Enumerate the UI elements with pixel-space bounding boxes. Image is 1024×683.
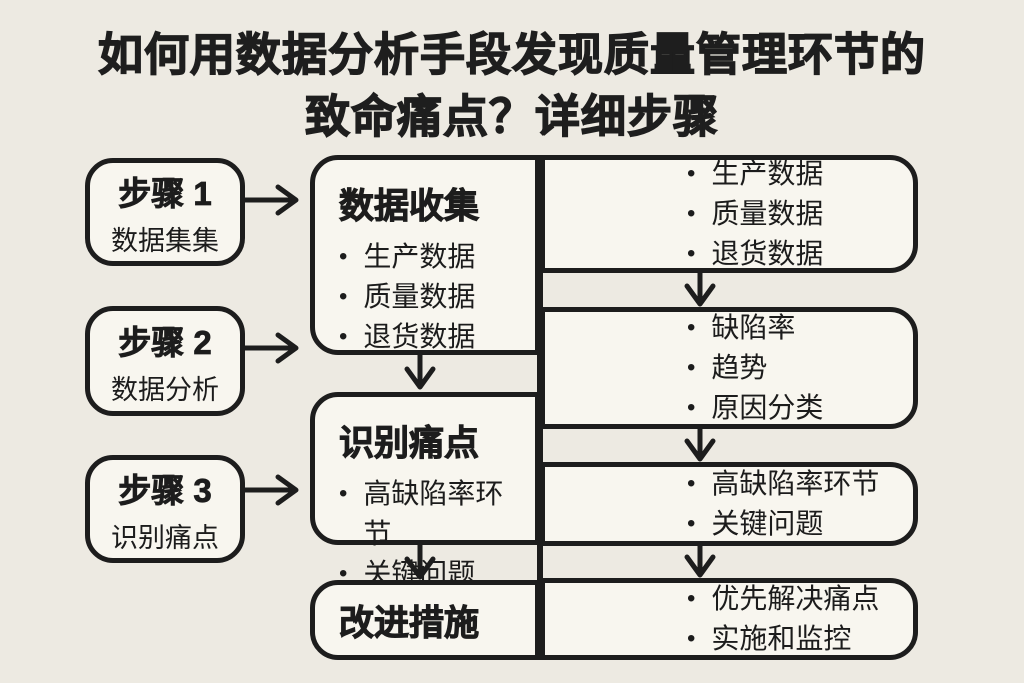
list-item: • 关键问题 (687, 504, 913, 544)
painpoint-detail-box: • 高缺陷率环节 • 关键问题 (540, 462, 918, 546)
bullet-dot-icon: • (339, 559, 348, 587)
list-item-label: 质量数据 (363, 280, 476, 312)
list-item: • 质量数据 (687, 194, 913, 234)
list-item-label: 高缺陷率环节 (711, 468, 880, 500)
step-2-sublabel: 数据分析 (111, 374, 219, 405)
list-item-label: 关键问题 (711, 508, 824, 539)
bullet-dot-icon: • (687, 585, 696, 613)
arrow-right-icon (240, 471, 302, 509)
list-item-label: 高缺陷率环节 (363, 478, 504, 549)
list-item-label: 生产数据 (711, 158, 824, 190)
arrow-down-icon (681, 272, 719, 310)
improvement-detail-list: • 优先解决痛点 • 实施和监控 (687, 579, 913, 659)
list-item-label: 实施和监控 (711, 623, 852, 654)
list-item-label: 退货数据 (363, 320, 476, 352)
data-collection-title: 数据收集 (339, 187, 480, 227)
list-item: • 实施和监控 (687, 619, 913, 659)
list-item-label: 质量数据 (711, 198, 824, 230)
list-item-label: 原因分类 (711, 391, 824, 423)
page-title: 如何用数据分析手段发现质量管理环节的 致命痛点？详细步骤 (0, 24, 1024, 148)
analysis-detail-list: • 缺陷率 • 趋势 • 原因分类 (687, 308, 913, 427)
arrow-down-icon (401, 543, 439, 583)
data-collection-box: 数据收集 • 生产数据 • 质量数据 • 退货数据 (310, 155, 540, 355)
analysis-detail-box: • 缺陷率 • 趋势 • 原因分类 (540, 307, 918, 429)
bullet-dot-icon: • (687, 160, 696, 188)
step-3-label: 步骤 3 (118, 471, 212, 509)
list-item: • 生产数据 (687, 154, 913, 194)
arrow-down-icon (401, 353, 439, 393)
collection-detail-box: • 生产数据 • 质量数据 • 退货数据 (540, 155, 918, 273)
identify-painpoints-box: 识别痛点 •高缺陷率环节 •关键问题 (310, 392, 540, 589)
bullet-dot-icon: • (687, 625, 696, 652)
list-item: • 退货数据 (687, 234, 913, 274)
list-item-label: 优先解决痛点 (711, 583, 880, 615)
list-item: • 质量数据 (339, 277, 525, 317)
step-2-box: 步骤 2 数据分析 (85, 306, 245, 416)
list-item-label: 趋势 (711, 352, 768, 384)
bullet-dot-icon: • (339, 480, 348, 507)
improvement-detail-box: • 优先解决痛点 • 实施和监控 (540, 578, 918, 660)
arrow-down-icon (681, 543, 719, 581)
collection-detail-list: • 生产数据 • 质量数据 • 退货数据 (687, 154, 913, 273)
list-item: • 原因分类 (687, 388, 913, 428)
improvement-title: 改进措施 (338, 603, 480, 643)
arrow-right-icon (240, 329, 302, 367)
bullet-dot-icon: • (687, 393, 696, 421)
bullet-dot-icon: • (339, 243, 348, 270)
list-item: • 高缺陷率环节 (687, 464, 913, 504)
list-item-label: 退货数据 (711, 237, 824, 269)
bullet-dot-icon: • (687, 200, 696, 228)
step-1-sublabel: 数据集集 (111, 225, 219, 256)
bullet-dot-icon: • (687, 314, 696, 342)
list-item-label: 生产数据 (363, 241, 476, 272)
list-item: • 缺陷率 (687, 308, 913, 348)
list-item: • 高缺陷率环节 (339, 474, 525, 554)
step-1-box: 步骤 1 数据集集 (85, 158, 245, 266)
improvement-box: 改进措施 (310, 580, 540, 660)
bullet-dot-icon: • (339, 282, 348, 310)
list-item: • 退货数据 (339, 317, 525, 357)
list-item: • 趋势 (687, 348, 913, 388)
step-1-label: 步骤 1 (118, 174, 212, 212)
data-collection-list: • 生产数据 • 质量数据 • 退货数据 (339, 237, 525, 356)
step-2-label: 步骤 2 (118, 323, 212, 361)
arrow-right-icon (240, 181, 302, 219)
bullet-dot-icon: • (687, 354, 696, 382)
page-title-line2: 致命痛点？详细步骤 (304, 90, 719, 143)
page-title-line1: 如何用数据分析手段发现质量管理环节的 (97, 28, 926, 80)
bullet-dot-icon: • (687, 470, 696, 498)
step-3-box: 步骤 3 识别痛点 (85, 455, 245, 563)
step-3-sublabel: 识别痛点 (111, 522, 219, 553)
list-item-label: 缺陷率 (711, 312, 796, 344)
list-item: • 优先解决痛点 (687, 579, 913, 619)
bullet-dot-icon: • (687, 239, 696, 267)
identify-painpoints-title: 识别痛点 (339, 424, 480, 464)
painpoint-detail-list: • 高缺陷率环节 • 关键问题 (687, 464, 913, 544)
arrow-down-icon (681, 427, 719, 465)
bullet-dot-icon: • (339, 322, 348, 350)
column-divider-line (537, 155, 543, 660)
list-item: • 生产数据 (339, 237, 525, 277)
bullet-dot-icon: • (687, 510, 696, 537)
